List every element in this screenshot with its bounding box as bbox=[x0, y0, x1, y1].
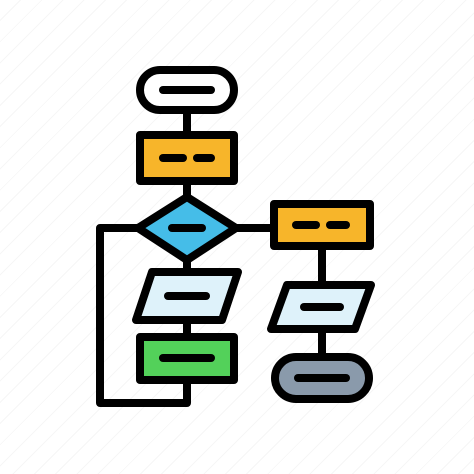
process-box-right-shape bbox=[270, 200, 374, 250]
start-terminator-shape bbox=[136, 66, 238, 114]
io-parallelogram-shape bbox=[132, 268, 242, 324]
process-box-green-shape bbox=[136, 333, 238, 384]
io-parallelogram-right-shape bbox=[267, 281, 375, 333]
connector-loop-back bbox=[96, 224, 191, 407]
process-box-shape bbox=[136, 131, 238, 185]
decision-diamond-shape bbox=[134, 193, 240, 264]
end-terminator-shape bbox=[271, 353, 373, 403]
